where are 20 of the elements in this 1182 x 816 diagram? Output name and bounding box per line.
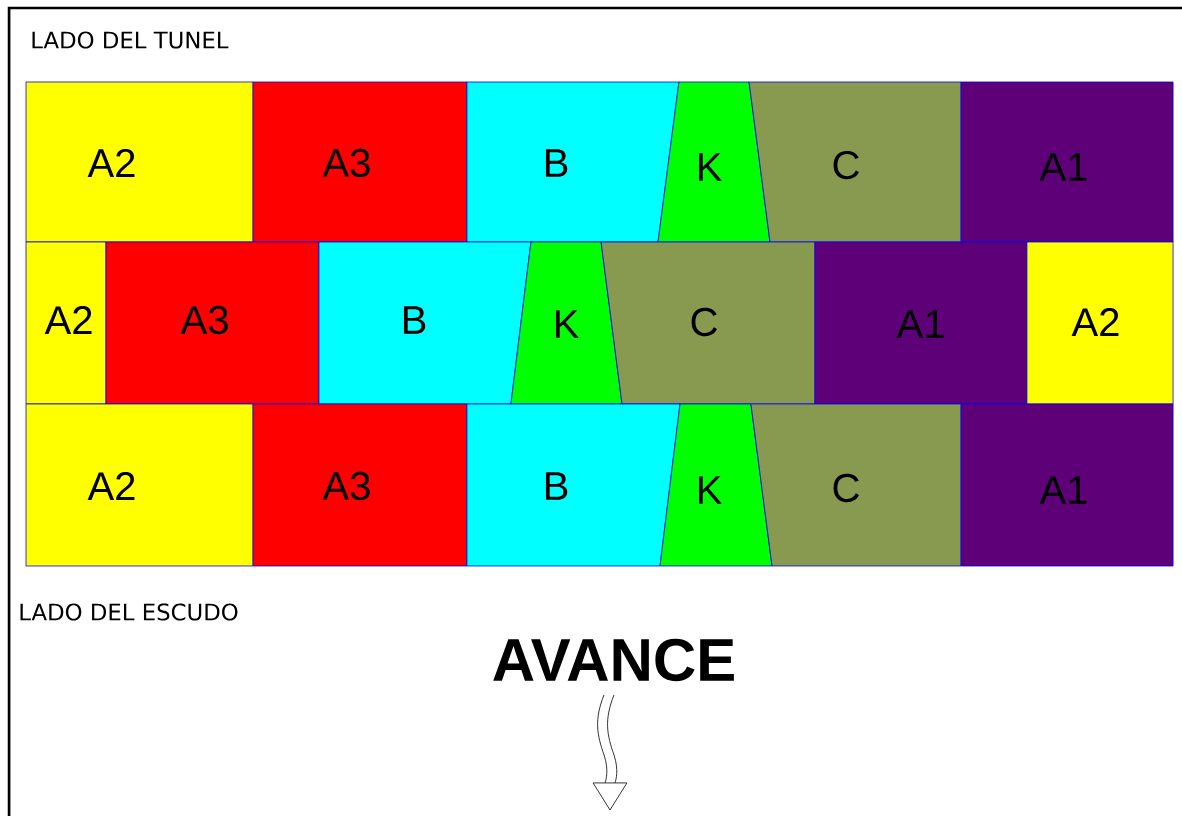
side-label: LADO DEL TUNEL xyxy=(32,31,229,49)
segment: A3 xyxy=(252,403,468,567)
side-label: LADO DEL ESCUDO xyxy=(20,603,238,621)
segment: K xyxy=(659,403,773,567)
segment: B xyxy=(318,241,532,405)
segment: C xyxy=(750,403,962,567)
segment: C xyxy=(600,241,816,405)
segment: A2 xyxy=(25,241,107,405)
segment: B xyxy=(466,403,681,567)
segment: A3 xyxy=(252,81,468,243)
segment: C xyxy=(748,81,962,243)
segment: A3 xyxy=(105,241,320,405)
segment: A1 xyxy=(960,81,1174,243)
segment: B xyxy=(466,81,680,243)
segment: A1 xyxy=(814,241,1028,405)
segment: K xyxy=(510,241,623,405)
segment: A1 xyxy=(960,403,1174,567)
segment: K xyxy=(657,81,771,243)
direction-label: AVANCE xyxy=(493,638,734,682)
segment: A2 xyxy=(1026,241,1174,405)
